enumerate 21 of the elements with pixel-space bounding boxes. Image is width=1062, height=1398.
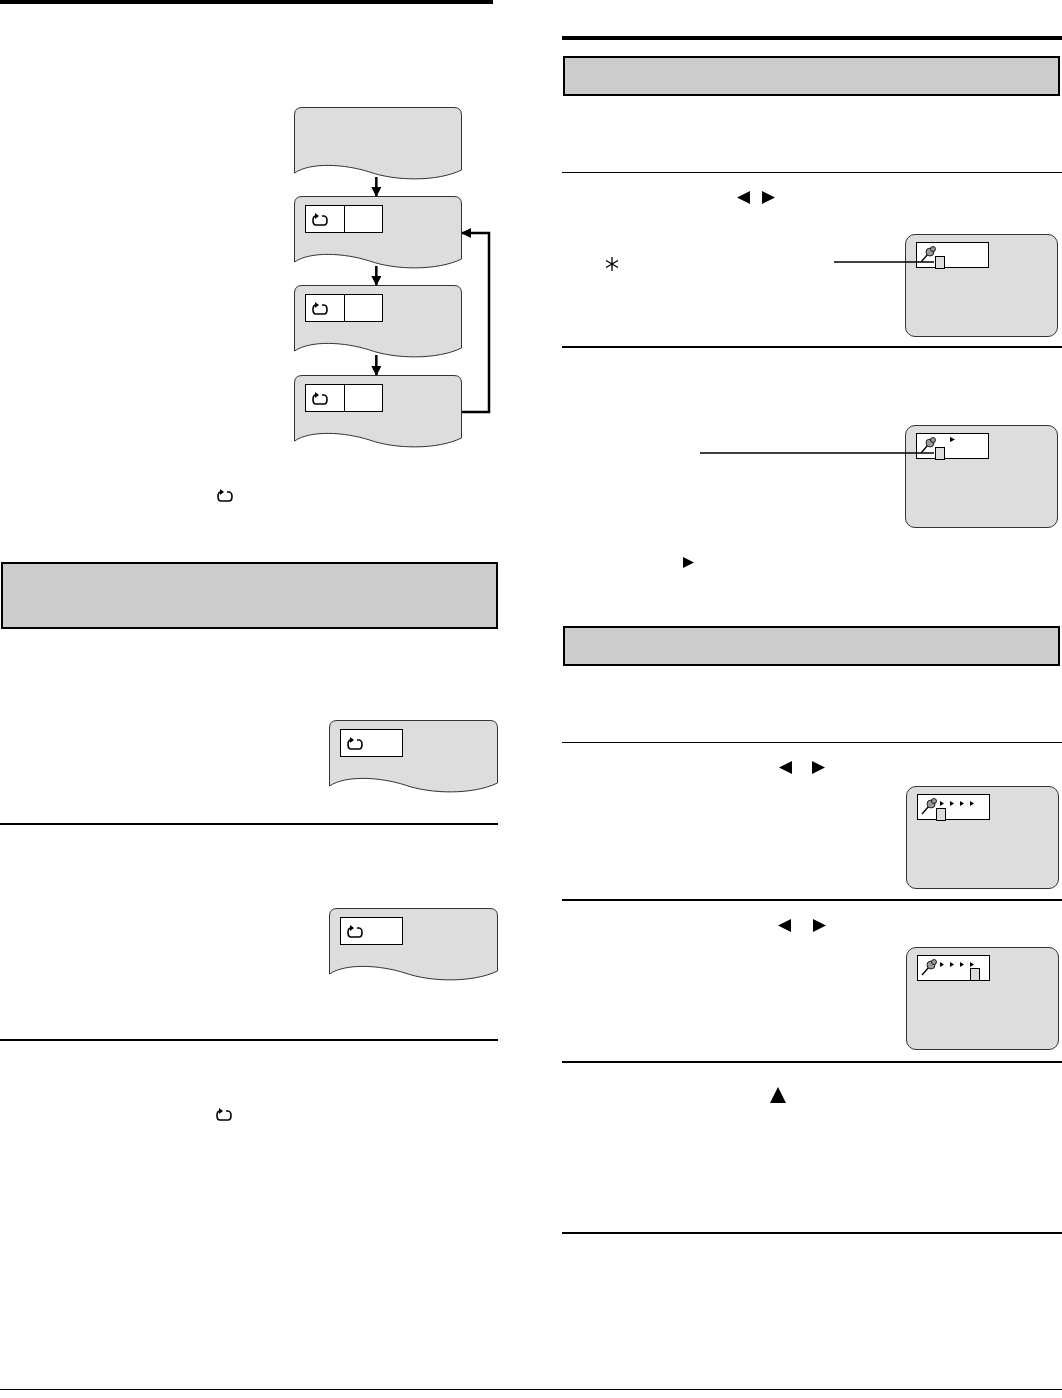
heading-band xyxy=(563,56,1060,96)
screen-display xyxy=(294,375,462,448)
screen-display xyxy=(329,720,498,793)
leader-line xyxy=(833,261,935,263)
screen-display xyxy=(294,107,462,180)
screen-display xyxy=(905,425,1058,528)
screen-display xyxy=(294,196,462,269)
arrow xyxy=(461,228,491,414)
heading-band xyxy=(1,562,498,629)
arrow xyxy=(371,355,382,376)
arrow xyxy=(371,266,382,286)
heading-band xyxy=(563,626,1060,666)
screen-display xyxy=(906,786,1059,889)
screen-display xyxy=(906,947,1059,1050)
screen-display xyxy=(329,908,498,981)
cursor-square xyxy=(935,256,945,269)
arrow xyxy=(371,177,382,197)
leader-line xyxy=(699,452,935,454)
screen-display xyxy=(294,285,462,358)
screen-display xyxy=(905,234,1058,337)
cursor-square xyxy=(935,447,945,460)
